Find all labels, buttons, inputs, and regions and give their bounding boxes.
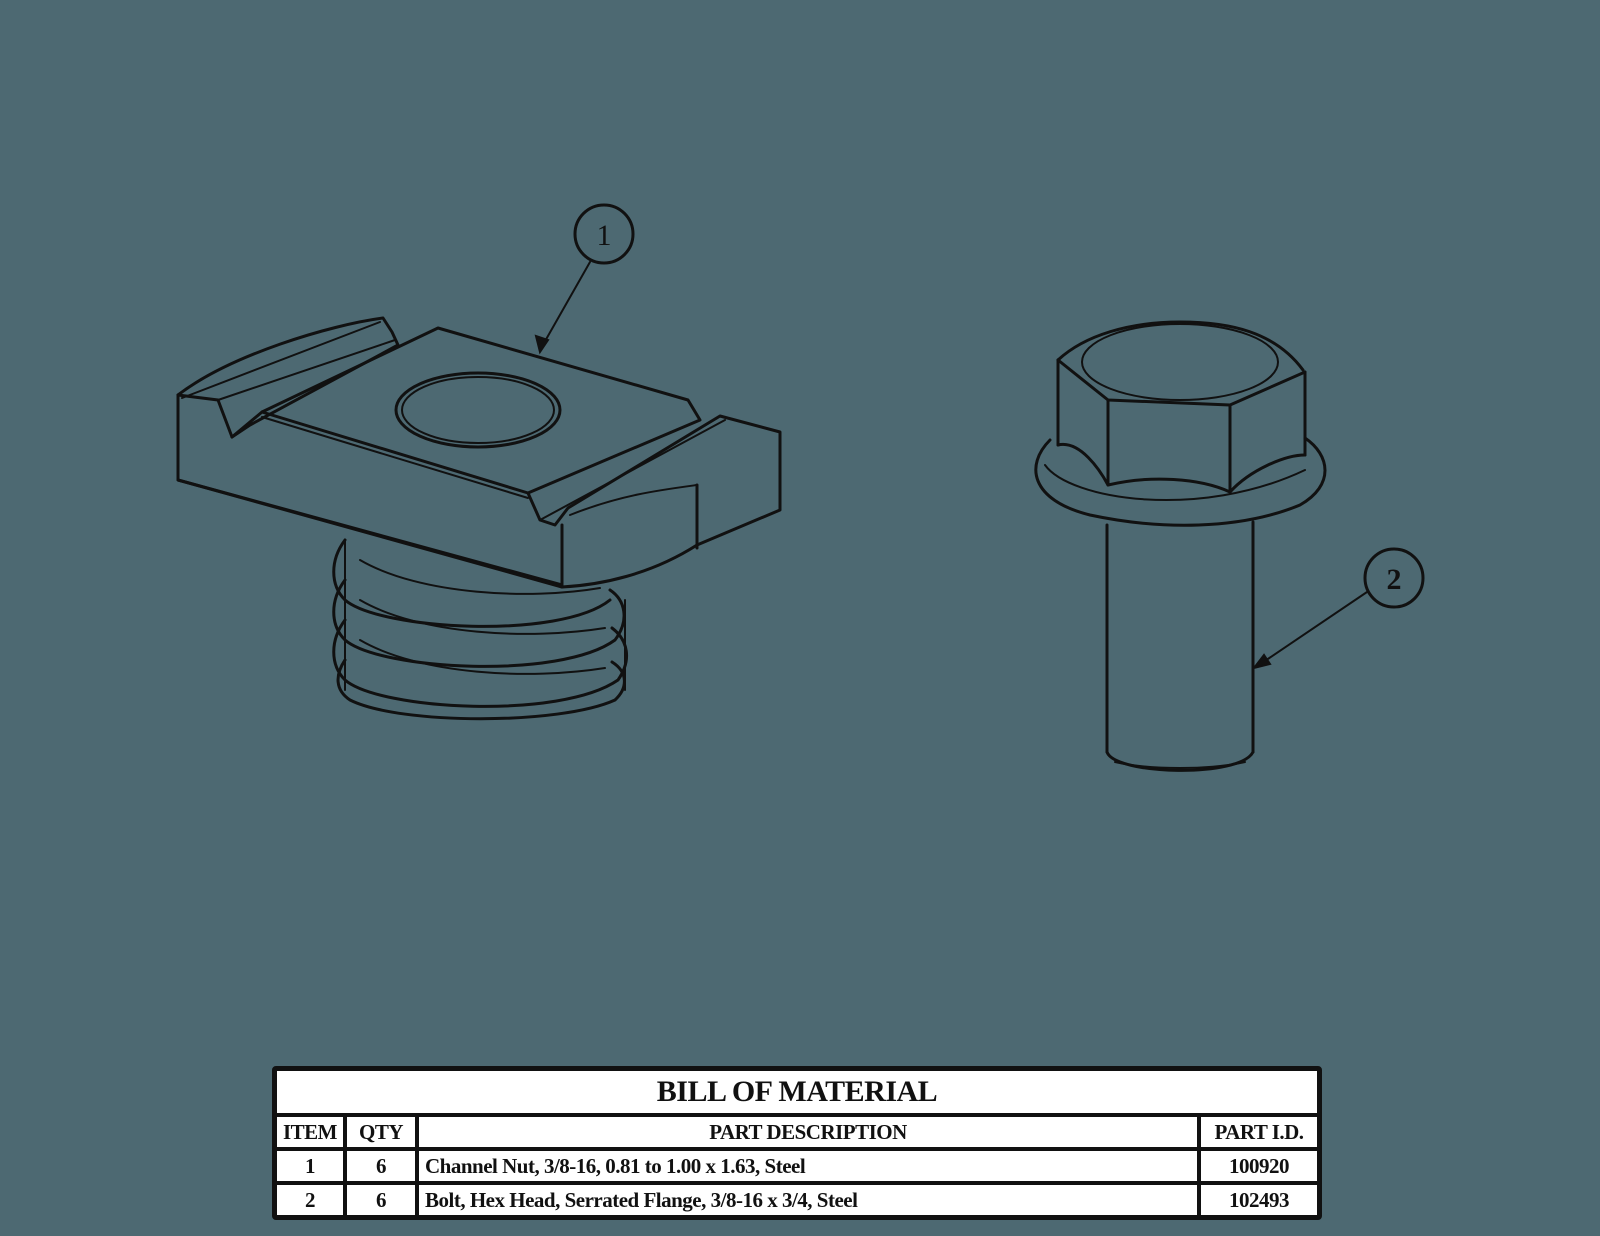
balloon-1: 1: [534, 203, 635, 355]
cell-qty: 6: [343, 1147, 419, 1185]
cell-qty: 6: [343, 1181, 419, 1215]
bolt-hex-head: [1056, 320, 1307, 494]
header-part-description: PART DESCRIPTION: [415, 1113, 1201, 1151]
cell-item: 2: [277, 1181, 347, 1215]
channel-nut-illustration: 1: [176, 203, 782, 721]
table-row: 1 6 Channel Nut, 3/8-16, 0.81 to 1.00 x …: [277, 1147, 1317, 1185]
bom-title: BILL OF MATERIAL: [277, 1071, 1317, 1117]
bom-title-row: BILL OF MATERIAL: [277, 1071, 1317, 1117]
bolt-shank: [1105, 520, 1255, 772]
cell-description: Channel Nut, 3/8-16, 0.81 to 1.00 x 1.63…: [415, 1147, 1201, 1185]
table-row: 2 6 Bolt, Hex Head, Serrated Flange, 3/8…: [277, 1181, 1317, 1215]
cell-item: 1: [277, 1147, 347, 1185]
channel-nut-body: [176, 316, 782, 589]
cell-description: Bolt, Hex Head, Serrated Flange, 3/8-16 …: [415, 1181, 1201, 1215]
header-qty: QTY: [343, 1113, 419, 1151]
balloon-2-label: 2: [1387, 563, 1402, 596]
bom-header-row: ITEM QTY PART DESCRIPTION PART I.D.: [277, 1113, 1317, 1151]
header-item: ITEM: [277, 1113, 347, 1151]
hex-bolt-illustration: 2: [1034, 320, 1425, 772]
balloon-2: 2: [1251, 547, 1425, 670]
header-part-id: PART I.D.: [1197, 1113, 1317, 1151]
cell-part-id: 100920: [1197, 1147, 1317, 1185]
channel-nut-threads: [332, 538, 629, 721]
balloon-1-label: 1: [597, 219, 612, 252]
bolt-flange: [1034, 436, 1327, 527]
bill-of-material-table: BILL OF MATERIAL ITEM QTY PART DESCRIPTI…: [272, 1066, 1322, 1220]
cell-part-id: 102493: [1197, 1181, 1317, 1215]
